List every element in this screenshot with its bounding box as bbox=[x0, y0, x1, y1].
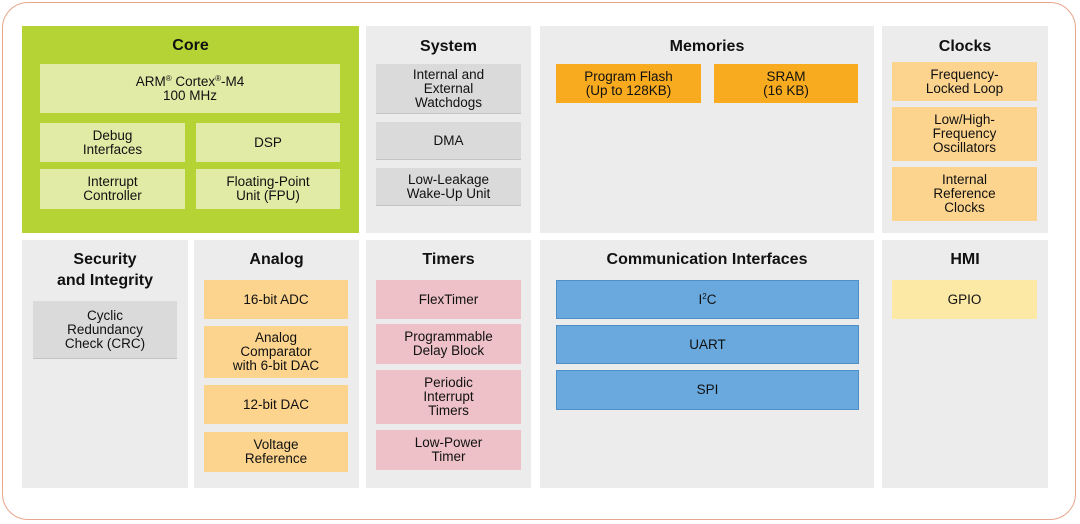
memories-panel: Memories Program Flash (Up to 128KB) SRA… bbox=[540, 26, 874, 233]
program-flash-block: Program Flash (Up to 128KB) bbox=[556, 64, 701, 103]
communication-title: Communication Interfaces bbox=[606, 251, 808, 268]
watchdogs-block: Internal and External Watchdogs bbox=[376, 64, 521, 114]
crc-block: Cyclic Redundancy Check (CRC) bbox=[33, 301, 177, 359]
i2c-superscript: 2 bbox=[702, 291, 707, 301]
voltage-reference-block: Voltage Reference bbox=[204, 432, 348, 472]
oscillators-block: Low/High- Frequency Oscillators bbox=[892, 107, 1037, 161]
i2c-prefix: I bbox=[698, 291, 703, 307]
security-title: Security and Integrity bbox=[56, 251, 153, 289]
arm-reg-mark: ® bbox=[165, 73, 172, 83]
i2c-block: I2C bbox=[556, 280, 859, 319]
cortex-label: Cortex bbox=[171, 73, 216, 89]
i2c-suffix: C bbox=[706, 291, 717, 307]
gpio-block: GPIO bbox=[892, 280, 1037, 319]
memories-title: Memories bbox=[669, 38, 745, 55]
debug-interfaces-block: Debug Interfaces bbox=[40, 123, 185, 162]
dac-block: 12-bit DAC bbox=[204, 385, 348, 424]
wakeup-unit-block: Low-Leakage Wake-Up Unit bbox=[376, 168, 521, 206]
internal-reference-clocks-block: Internal Reference Clocks bbox=[892, 167, 1037, 221]
clocks-title: Clocks bbox=[938, 38, 992, 55]
analog-panel: Analog 16-bit ADC Analog Comparator with… bbox=[194, 240, 359, 488]
fll-block: Frequency- Locked Loop bbox=[892, 62, 1037, 101]
adc-block: 16-bit ADC bbox=[204, 280, 348, 319]
m4-label: -M4 bbox=[221, 73, 245, 89]
uart-block: UART bbox=[556, 325, 859, 364]
communication-panel: Communication Interfaces I2C UART SPI bbox=[540, 240, 874, 488]
programmable-delay-block: Programmable Delay Block bbox=[376, 324, 521, 364]
core-title: Core bbox=[172, 37, 209, 54]
spi-block: SPI bbox=[556, 370, 859, 410]
clocks-panel: Clocks Frequency- Locked Loop Low/High- … bbox=[882, 26, 1048, 233]
flextimer-block: FlexTimer bbox=[376, 280, 521, 319]
system-title: System bbox=[420, 38, 477, 55]
security-panel: Security and Integrity Cyclic Redundancy… bbox=[22, 240, 188, 488]
hmi-panel: HMI GPIO bbox=[882, 240, 1048, 488]
low-power-timer-block: Low-Power Timer bbox=[376, 430, 521, 470]
analog-comparator-block: Analog Comparator with 6-bit DAC bbox=[204, 326, 348, 378]
timers-panel: Timers FlexTimer Programmable Delay Bloc… bbox=[366, 240, 531, 488]
sram-block: SRAM (16 KB) bbox=[714, 64, 858, 103]
arm-label: ARM bbox=[135, 73, 166, 89]
system-panel: System Internal and External Watchdogs D… bbox=[366, 26, 531, 233]
dma-block: DMA bbox=[376, 122, 521, 160]
fpu-block: Floating-Point Unit (FPU) bbox=[196, 169, 340, 209]
interrupt-controller-block: Interrupt Controller bbox=[40, 169, 185, 209]
hmi-title: HMI bbox=[950, 251, 980, 268]
core-frequency: 100 MHz bbox=[162, 87, 217, 103]
analog-title: Analog bbox=[249, 251, 304, 268]
cortex-reg-mark: ® bbox=[215, 73, 222, 83]
timers-title: Timers bbox=[422, 251, 475, 268]
periodic-interrupt-timers-block: Periodic Interrupt Timers bbox=[376, 370, 521, 424]
dsp-block: DSP bbox=[196, 123, 340, 162]
